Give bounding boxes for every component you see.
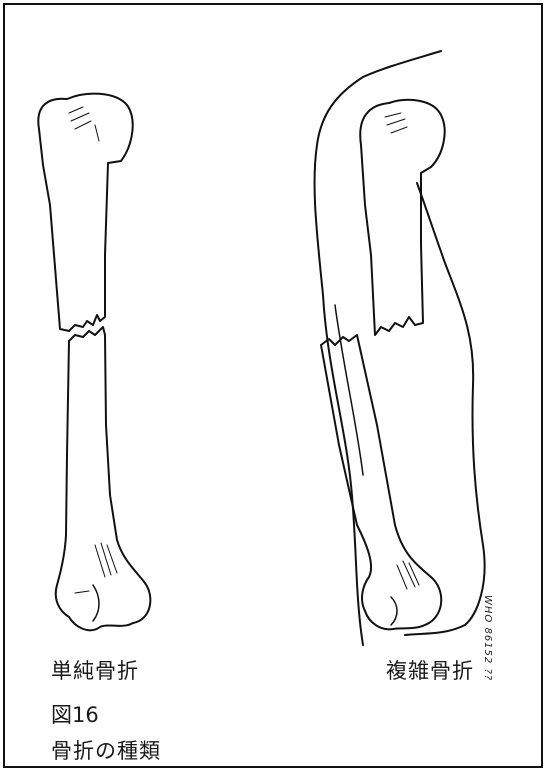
simple-fracture-label: 単純骨折: [51, 655, 139, 685]
figure-number: 図16: [51, 699, 99, 729]
compound-upper-fragment: [360, 100, 444, 335]
compound-fracture-arm: [315, 51, 485, 645]
credit-stamp: WHO 86152 ??: [482, 595, 493, 681]
simple-upper-fragment: [38, 94, 132, 331]
simple-lower-fragment: [56, 327, 151, 630]
figure-title: 骨折の種類: [51, 735, 161, 765]
compound-lower-fragment: [321, 335, 441, 629]
simple-fracture-bone: [38, 94, 150, 631]
compound-fracture-label: 複雑骨折: [386, 655, 474, 685]
arm-outline-left: [315, 51, 441, 645]
figure-frame: 単純骨折 複雑骨折 図16 骨折の種類 WHO 86152 ??: [3, 3, 543, 768]
arm-outline-right: [405, 183, 485, 635]
